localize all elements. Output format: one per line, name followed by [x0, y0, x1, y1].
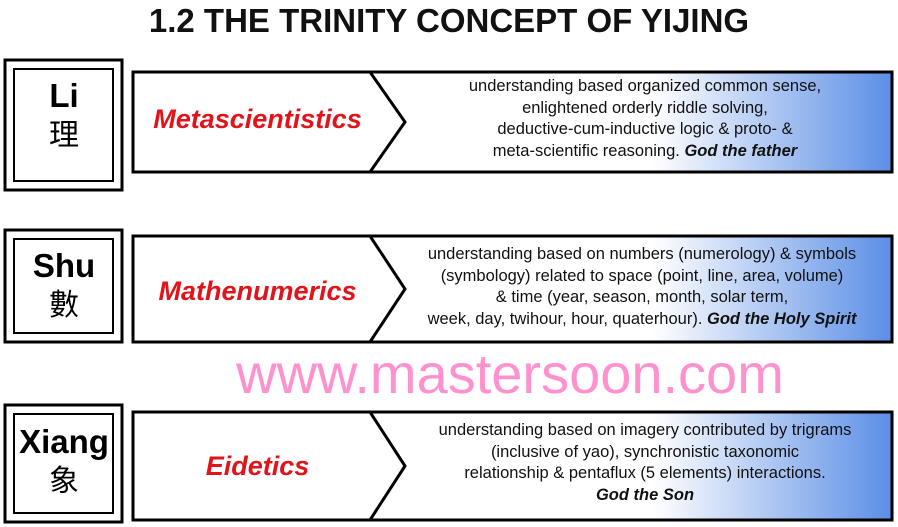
desc-line: deductive-cum-inductive logic & proto- & [497, 120, 793, 138]
concept-description: understanding based on imagery contribut… [398, 420, 892, 506]
desc-line: week, day, twihour, hour, quaterhour). [427, 309, 703, 328]
key-hanzi: 數 [49, 288, 79, 323]
key-outer-frame [3, 403, 124, 524]
desc-line: & time (year, season, month, solar term, [495, 288, 789, 306]
desc-line: (symbology) related to space (point, lin… [440, 266, 844, 285]
concept-label: Metascientistics [153, 104, 362, 134]
label-arrow [131, 410, 407, 522]
page-title: 1.2 THE TRINITY CONCEPT OF YIJING [148, 2, 750, 39]
key-outer-frame [3, 228, 124, 344]
desc-line: meta-scientific reasoning. [492, 141, 680, 160]
god-attribution: God the father [684, 141, 798, 160]
key-box: Shu 數 [16, 246, 112, 326]
key-hanzi: 象 [49, 464, 79, 499]
key-inner-frame [13, 238, 114, 334]
desc-line: (inclusive of yao), synchronistic taxono… [490, 442, 800, 461]
desc-line: relationship & pentaflux (5 elements) in… [464, 464, 826, 482]
desc-line: understanding based on imagery contribut… [438, 421, 852, 439]
desc-line: understanding based on numbers (numerolo… [427, 245, 857, 263]
concept-description: understanding based organized common sen… [398, 76, 892, 162]
key-hanzi: 理 [49, 118, 79, 153]
concept-label: Eidetics [205, 451, 310, 481]
concept-label: Mathenumerics [158, 276, 357, 306]
key-box: Li 理 [16, 76, 112, 156]
key-term: Shu [32, 247, 96, 284]
desc-line: understanding based organized common sen… [468, 77, 822, 95]
key-term: Li [49, 77, 79, 114]
label-arrow [131, 70, 407, 174]
desc-line: enlightened orderly riddle solving, [522, 98, 768, 117]
god-attribution: God the Son [595, 485, 695, 504]
key-box: Xiang 象 [16, 422, 112, 502]
god-attribution: God the Holy Spirit [707, 309, 857, 328]
label-arrow [131, 234, 407, 344]
key-inner-frame [13, 68, 114, 182]
key-term: Xiang [19, 423, 109, 460]
key-outer-frame [3, 58, 124, 192]
key-inner-frame [13, 413, 114, 514]
concept-description: understanding based on numbers (numerolo… [392, 244, 892, 330]
